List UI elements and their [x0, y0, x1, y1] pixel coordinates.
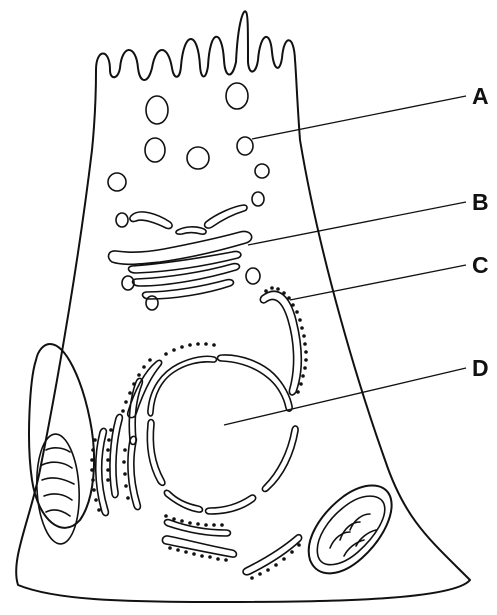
pointer-b — [248, 202, 466, 245]
label-a: A — [472, 83, 489, 109]
pointer-c — [290, 265, 466, 300]
vesicles — [108, 83, 269, 310]
label-d: D — [472, 355, 489, 381]
label-b: B — [472, 189, 489, 215]
mitochondrion-right — [309, 486, 392, 574]
label-c: C — [472, 252, 489, 278]
pointer-d — [224, 368, 466, 425]
rough-endoplasmic-reticulum — [96, 291, 302, 575]
pointer-a — [252, 96, 466, 139]
ribosomes — [90, 286, 308, 580]
mitochondrion-left — [29, 344, 94, 545]
nucleus — [129, 355, 298, 514]
golgi-apparatus — [109, 205, 252, 299]
